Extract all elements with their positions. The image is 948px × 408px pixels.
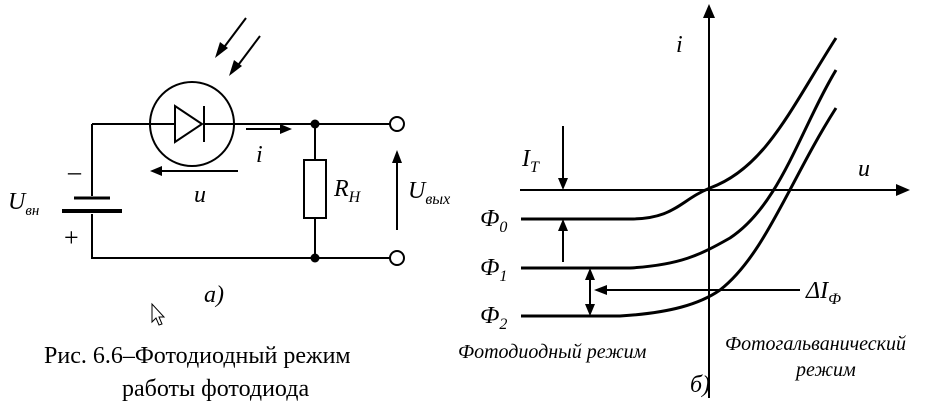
dark-current-main: I: [521, 146, 531, 172]
region-photodiode-label: Фотодиодный режим: [458, 341, 647, 363]
battery-minus-sign: –: [67, 157, 82, 186]
caption-line-2: работы фотодиода: [122, 376, 309, 402]
y-axis-arrow: [703, 4, 715, 18]
wire-bottom: [91, 214, 390, 259]
y-axis-label: i: [676, 32, 683, 58]
delta-pointer-head: [594, 285, 607, 295]
flux-0-label: Ф0: [480, 206, 507, 236]
flux-0-sub: 0: [499, 219, 507, 236]
output-voltage-sub: вых: [425, 191, 450, 208]
dark-current-arrow-top-head: [558, 178, 568, 190]
dark-current-arrow-bottom-head: [558, 219, 568, 231]
flux-1-label: Ф1: [480, 255, 507, 285]
dark-current-label: IT: [521, 146, 540, 176]
output-voltage-label: Uвых: [408, 178, 450, 208]
wire-top-left: [91, 123, 150, 196]
resistor-label: RН: [333, 176, 362, 206]
voltage-arrow-head: [150, 166, 162, 176]
source-voltage-sub: вн: [25, 203, 39, 219]
delta-label: ΔIФ: [805, 278, 841, 308]
x-axis-label: u: [858, 156, 870, 182]
curve-flux-0: [521, 37, 838, 221]
circuit-sublabel: а): [204, 282, 224, 308]
delta-main: ΔI: [805, 278, 829, 304]
source-voltage-main: U: [8, 189, 27, 215]
light-rays-icon: [215, 17, 261, 76]
x-axis-arrow: [896, 184, 910, 196]
load-resistor: [303, 159, 327, 219]
arrow-cursor-icon: [151, 302, 166, 326]
iv-characteristic-graph: i u IT ΔIФ Ф0 Ф1 Ф2 Фотодиодный режим Фо…: [458, 4, 910, 398]
output-voltage-arrow-head: [392, 150, 402, 163]
current-arrow-head: [280, 124, 292, 134]
flux-1-main: Ф: [480, 255, 499, 281]
curve-flux-2: [521, 107, 838, 318]
delta-sub: Ф: [828, 291, 841, 308]
flux-0-main: Ф: [480, 206, 499, 232]
voltage-label: u: [194, 182, 206, 208]
output-voltage-main: U: [408, 178, 427, 204]
flux-2-main: Ф: [480, 303, 499, 329]
current-label: i: [256, 142, 263, 168]
dark-current-sub: T: [530, 159, 540, 176]
flux-2-label: Ф2: [480, 303, 507, 333]
caption-line-1: Рис. 6.6–Фотодиодный режим: [44, 343, 351, 369]
flux-1-sub: 1: [499, 268, 507, 285]
resistor-main: R: [333, 176, 349, 202]
junction-top: [310, 119, 320, 129]
flux-2-sub: 2: [499, 316, 507, 333]
region-photovoltaic-label-2: режим: [794, 359, 856, 381]
junction-bottom: [310, 253, 320, 263]
output-terminal-bottom: [389, 250, 405, 266]
circuit-diagram: – + Uвн i u RН: [8, 17, 450, 308]
battery-plus-sign: +: [64, 223, 79, 252]
region-photovoltaic-label-1: Фотогальванический: [725, 333, 906, 355]
resistor-sub: Н: [348, 189, 362, 206]
curve-flux-1: [521, 69, 838, 270]
delta-arrow-down-head: [585, 304, 595, 316]
source-voltage-label: Uвн: [8, 189, 39, 219]
delta-arrow-up-head: [585, 268, 595, 280]
graph-sublabel: б): [690, 372, 710, 398]
output-terminal-top: [389, 116, 405, 132]
photodiode-triangle: [174, 104, 204, 144]
